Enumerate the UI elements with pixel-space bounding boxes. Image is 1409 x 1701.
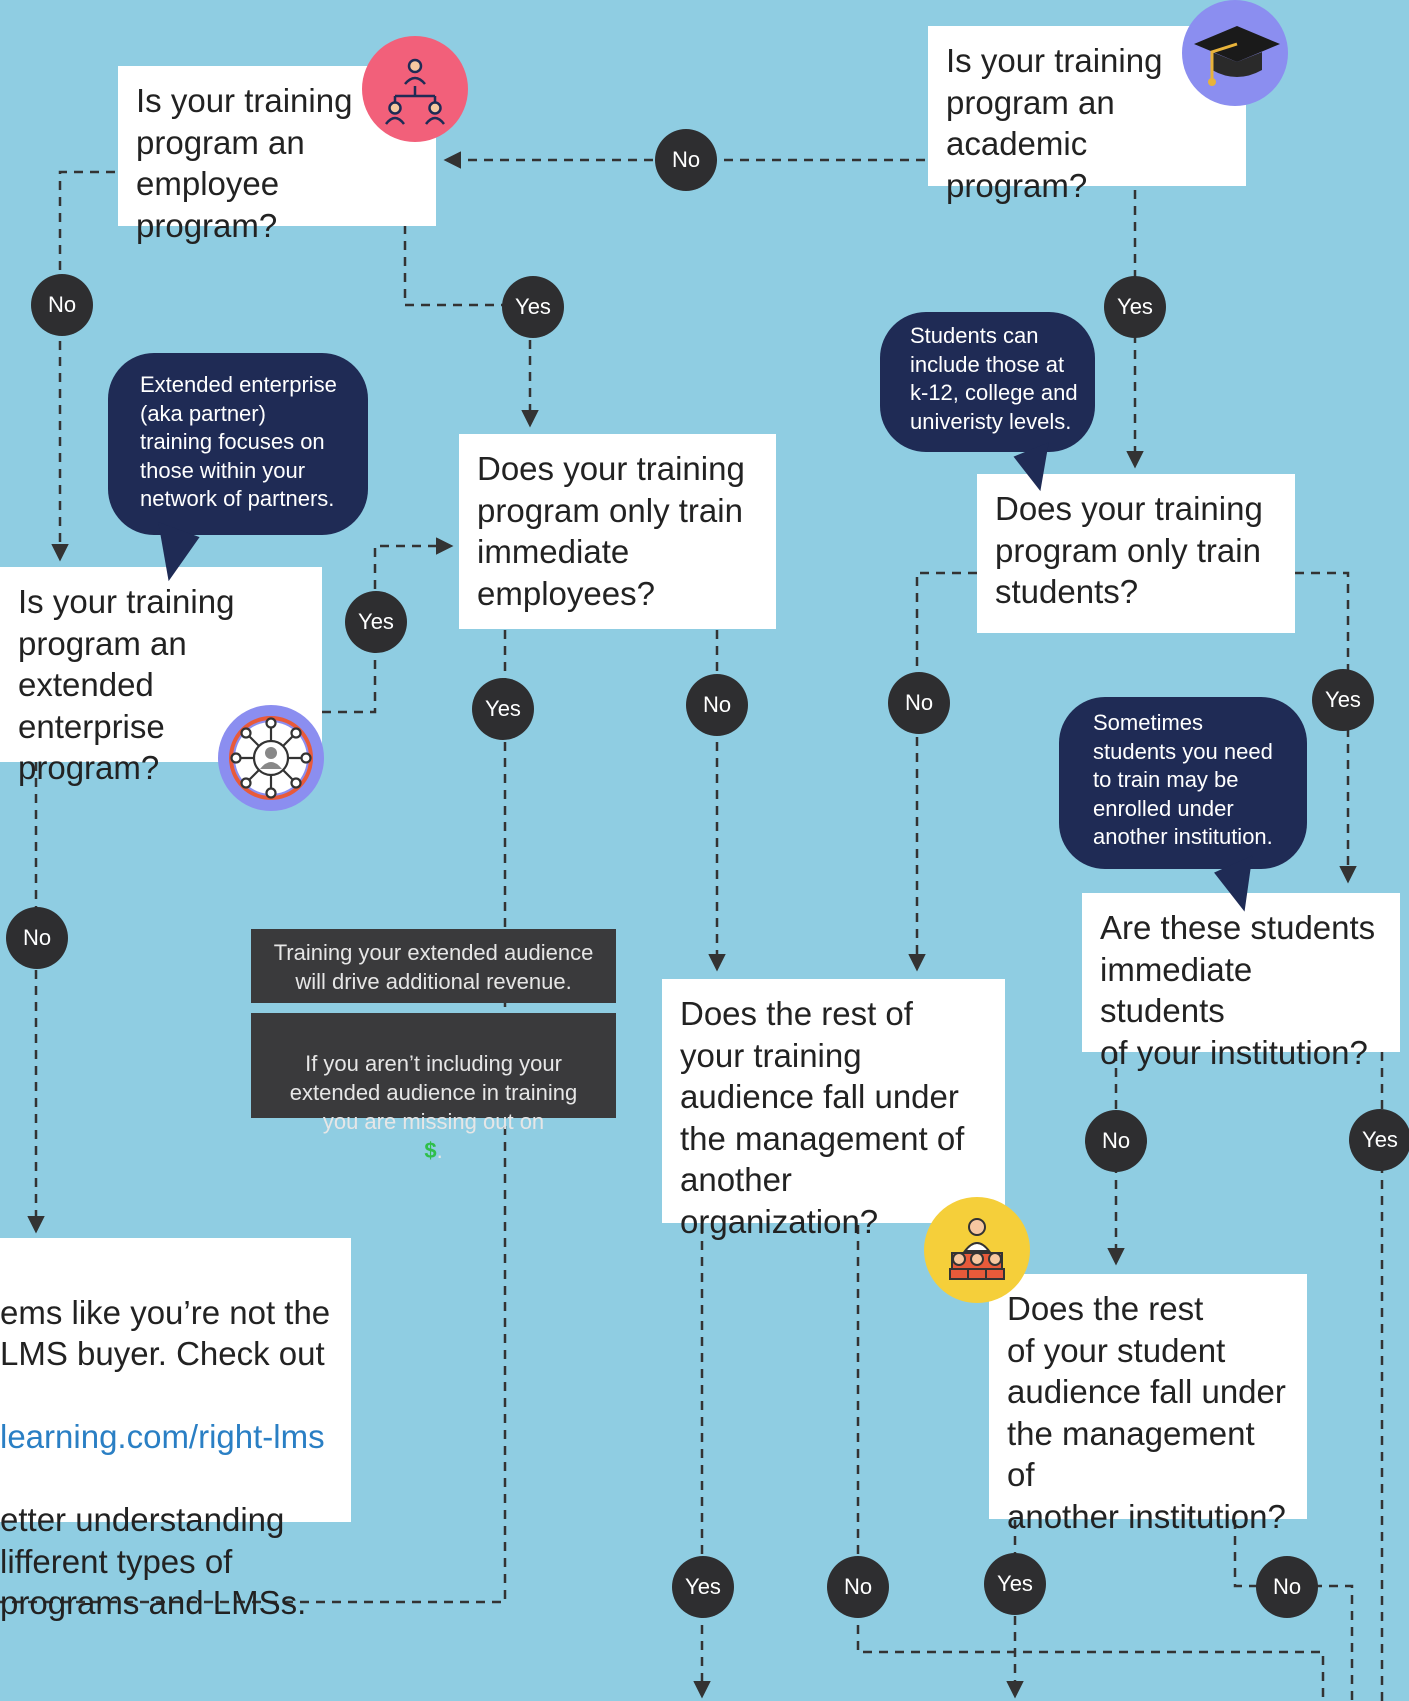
- question-only-students: Does your training program only train st…: [977, 474, 1295, 633]
- badge-rest-organization-no: No: [827, 1556, 889, 1618]
- badge-only-students-yes: Yes: [1312, 669, 1374, 731]
- badge-immediate-employees-no: No: [686, 674, 748, 736]
- badge-rest-institution-yes: Yes: [984, 1553, 1046, 1615]
- missing-out-text: If you aren’t including your extended au…: [289, 1051, 578, 1134]
- line-employee-yes: [403, 225, 539, 428]
- dollar-sign-icon: $: [424, 1138, 437, 1163]
- badge-extended-yes: Yes: [345, 591, 407, 653]
- presenter-audience-icon: [924, 1197, 1030, 1303]
- badge-academic-yes: Yes: [1104, 276, 1166, 338]
- extended-info-bubble: Extended enterprise (aka partner) traini…: [108, 353, 368, 535]
- question-rest-institution: Does the rest of your student audience f…: [989, 1274, 1307, 1535]
- not-buyer-message: ems like you’re not the LMS buyer. Check…: [0, 1238, 351, 1621]
- question-rest-organization: Does the rest of your training audience …: [662, 979, 1005, 1240]
- org-chart-icon: [362, 36, 468, 142]
- line-rest-inst-no: [1233, 1520, 1354, 1701]
- question-academic: Is your training program an academic pro…: [928, 26, 1246, 204]
- line-only-students-no: [908, 571, 977, 972]
- badge-only-students-no: No: [888, 672, 950, 734]
- question-immediate-employees: Does your training program only train im…: [459, 434, 776, 629]
- badge-rest-institution-no: No: [1256, 1556, 1318, 1618]
- graduation-cap-icon: [1182, 0, 1288, 106]
- badge-immediate-students-no: No: [1085, 1110, 1147, 1172]
- missing-out-note: If you aren’t including your extended au…: [251, 1013, 616, 1163]
- badge-immediate-employees-yes: Yes: [472, 678, 534, 740]
- badge-rest-organization-yes: Yes: [672, 1556, 734, 1618]
- line-only-students-yes: [1295, 571, 1357, 884]
- badge-employee-yes: Yes: [502, 276, 564, 338]
- partner-network-icon: [218, 705, 324, 811]
- revenue-note: Training your extended audience will dri…: [251, 929, 616, 1003]
- line-rest-org-no: [856, 1225, 1325, 1701]
- question-immediate-students: Are these students immediate students of…: [1082, 893, 1400, 1071]
- badge-academic-no: No: [655, 129, 717, 191]
- missing-out-period: .: [436, 1138, 443, 1163]
- students-info-bubble: Students can include those at k-12, coll…: [880, 312, 1095, 452]
- right-lms-link[interactable]: learning.com/right-lms: [0, 1418, 325, 1455]
- not-buyer-text-continued: etter understanding lifferent types of p…: [0, 1501, 307, 1621]
- badge-extended-no: No: [6, 907, 68, 969]
- not-buyer-text: ems like you’re not the LMS buyer. Check…: [0, 1293, 331, 1373]
- badge-employee-no: No: [31, 274, 93, 336]
- institution-info-bubble: Sometimes students you need to train may…: [1059, 697, 1307, 869]
- line-employee-no: [51, 170, 115, 562]
- badge-immediate-students-yes: Yes: [1349, 1109, 1409, 1171]
